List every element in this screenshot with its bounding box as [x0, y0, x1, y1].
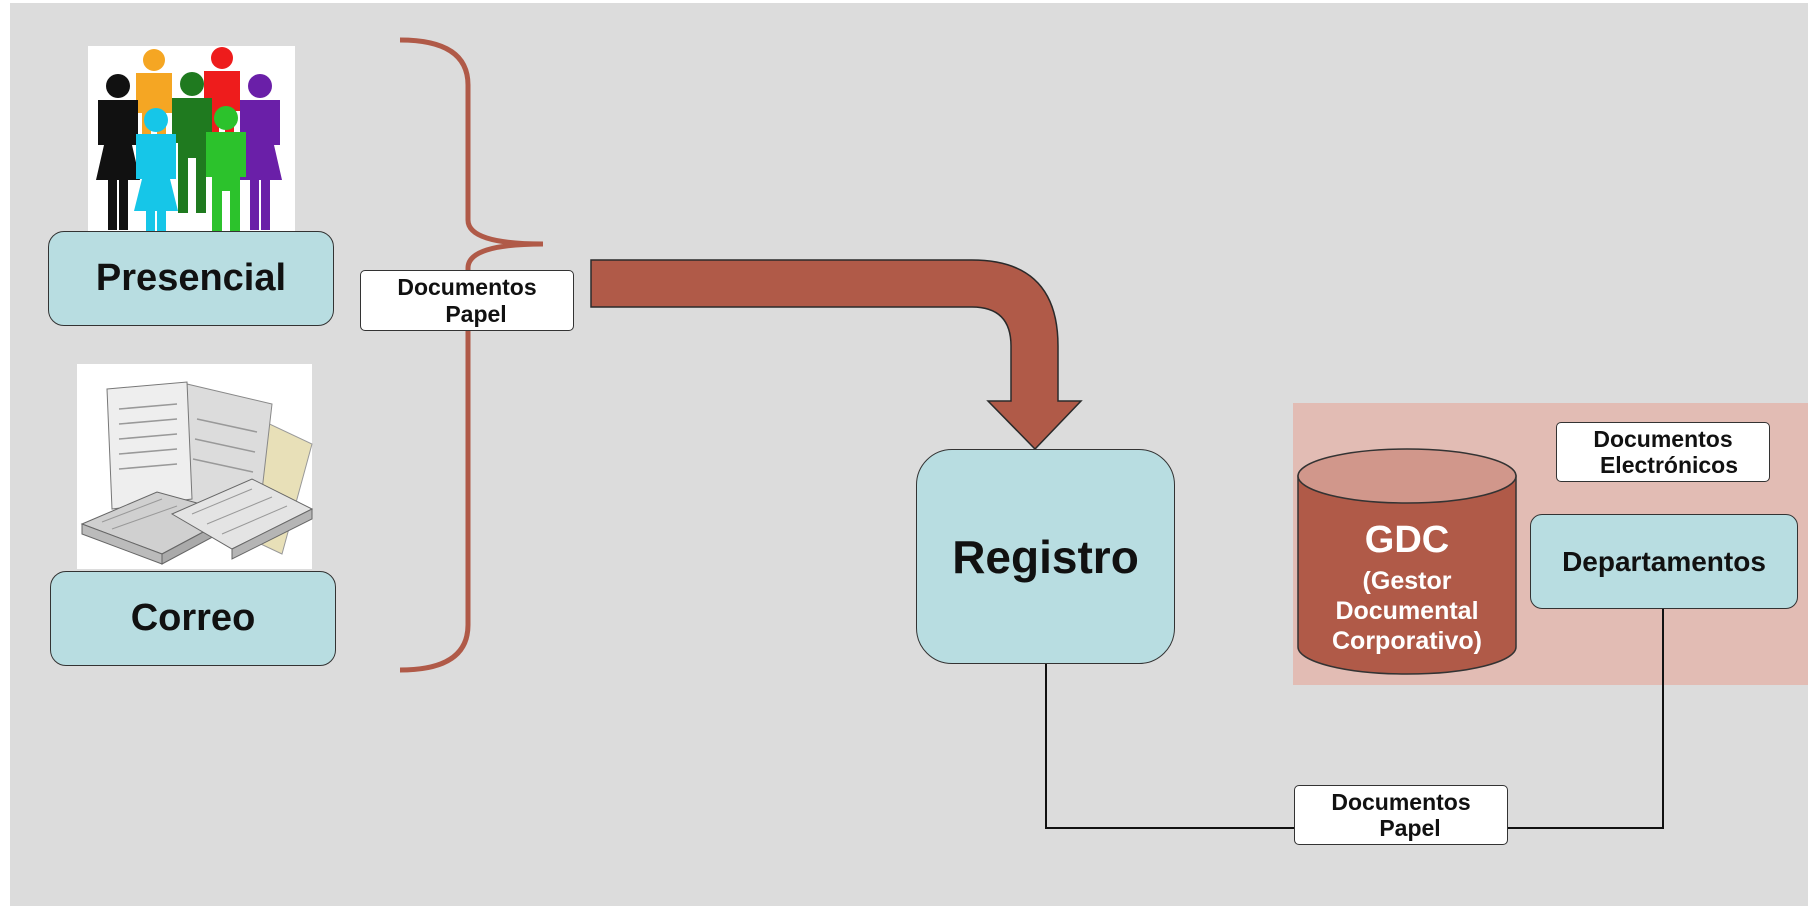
paper-label-bottom-line1: Documentos — [1331, 788, 1471, 815]
paper-label-top-line1: Documentos — [397, 274, 537, 301]
paper-documents-label-bottom: Documentos Papel — [1294, 785, 1508, 845]
correo-label: Correo — [130, 597, 256, 639]
presencial-label: Presencial — [95, 257, 287, 299]
flow-arrow — [590, 259, 1083, 451]
gdc-cylinder — [1297, 448, 1517, 675]
correo-box: Correo — [50, 571, 336, 666]
electronic-label-line1: Documentos — [1593, 425, 1733, 452]
gdc-line2: Documental — [1335, 596, 1479, 625]
paper-documents-icon — [77, 364, 314, 569]
electronic-label-line2: Electrónicos — [1599, 452, 1739, 478]
paper-documents-label-top: Documentos Papel — [360, 270, 574, 331]
registro-box: Registro — [916, 449, 1175, 664]
gdc-title: GDC — [1364, 519, 1450, 562]
people-group-icon — [88, 46, 295, 231]
departamentos-box: Departamentos — [1530, 514, 1798, 609]
paper-label-top-line2: Papel — [445, 300, 507, 327]
gdc-line3: Corporativo) — [1332, 626, 1482, 655]
gdc-line1: (Gestor — [1362, 566, 1452, 595]
departamentos-label: Departamentos — [1562, 545, 1766, 577]
paper-label-bottom-line2: Papel — [1379, 815, 1441, 841]
electronic-documents-label: Documentos Electrónicos — [1556, 422, 1770, 482]
gdc-text: GDC (Gestor Documental Corporativo) — [1298, 512, 1516, 662]
curly-brace — [399, 37, 544, 673]
registro-label: Registro — [952, 530, 1139, 583]
presencial-box: Presencial — [48, 231, 334, 326]
